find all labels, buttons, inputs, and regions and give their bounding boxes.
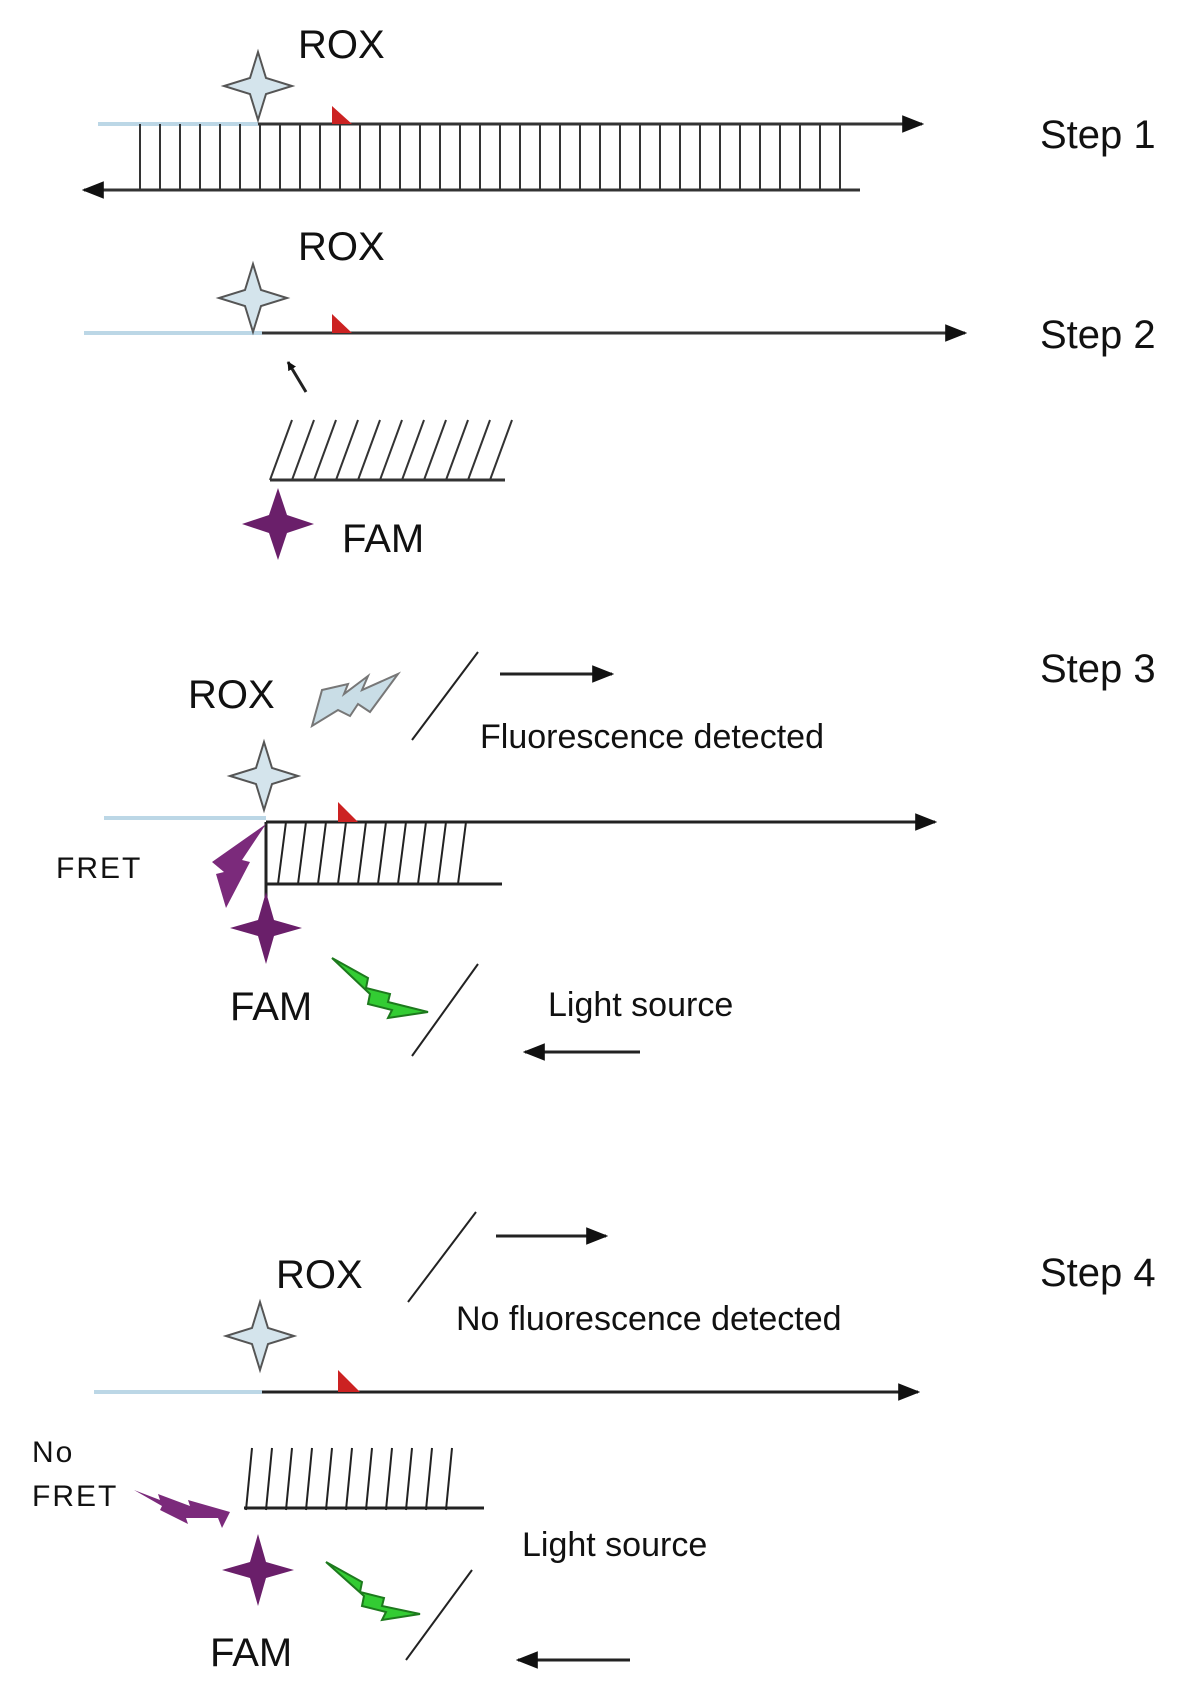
step-4-detector-filter [407, 1211, 477, 1303]
step-4-source-filter [405, 1569, 473, 1661]
step-2-label: Step 2 [1040, 313, 1156, 357]
step-3-rox-star-icon [226, 738, 302, 814]
step-4-free-probe-bases [245, 1447, 453, 1511]
step-3-fam-star-icon [230, 892, 302, 964]
probe-base [489, 419, 513, 481]
probe-base [269, 419, 293, 481]
step-4-fam-star-icon [222, 1534, 294, 1606]
free-probe-base [305, 1447, 313, 1511]
probe-base [467, 419, 491, 481]
probe-base [291, 419, 315, 481]
free-probe-base [365, 1447, 373, 1511]
step-4-fam-label: FAM [210, 1631, 292, 1675]
step-1-label: Step 1 [1040, 113, 1156, 157]
hybridized-base [357, 821, 367, 885]
step-4-rox-star-icon [222, 1298, 298, 1374]
step-4-group: Step 4 ROX No fluorescence detected No F… [32, 1211, 1156, 1675]
probe-base [379, 419, 403, 481]
step-1-rox-label: ROX [298, 23, 385, 67]
hybridized-base [377, 821, 387, 885]
hybridized-base [437, 821, 447, 885]
free-probe-base [245, 1447, 253, 1511]
step-4-rox-label: ROX [276, 1253, 363, 1297]
free-probe-base [285, 1447, 293, 1511]
step-3-source-filter [411, 963, 479, 1057]
probe-base [423, 419, 447, 481]
step-3-excitation-bolt-icon [331, 957, 429, 1020]
free-probe-base [265, 1447, 273, 1511]
step-3-rox-emission-bolt-icon [310, 671, 402, 729]
free-probe-base [445, 1447, 453, 1511]
step-2-probe-bases [269, 419, 513, 481]
probe-base [313, 419, 337, 481]
step-4-fam-emission-bolt-icon [134, 1490, 230, 1528]
step-2-group: Step 2 ROX FAM [84, 225, 1156, 561]
step-3-label: Step 3 [1040, 647, 1156, 691]
hybridized-base [457, 821, 467, 885]
step-2-rox-label: ROX [298, 225, 385, 269]
probe-base [357, 419, 381, 481]
step-1-rox-star-icon [220, 48, 296, 124]
step-2-fam-label: FAM [342, 517, 424, 561]
step-4-primer-marker [338, 1370, 360, 1392]
step-4-no-label: No [32, 1436, 74, 1469]
hybridized-base [397, 821, 407, 885]
free-probe-base [425, 1447, 433, 1511]
step-3-hybridized-bases [277, 821, 467, 885]
free-probe-base [345, 1447, 353, 1511]
step-3-light-source-label: Light source [548, 986, 733, 1024]
step-1-base-pairs [139, 124, 841, 190]
step-4-label: Step 4 [1040, 1251, 1156, 1295]
step-3-group: Step 3 ROX Fluorescence detected FRET FA… [56, 647, 1156, 1061]
free-probe-base [325, 1447, 333, 1511]
probe-base [401, 419, 425, 481]
step-3-detector-filter [411, 651, 479, 741]
probe-base [335, 419, 359, 481]
free-probe-base [385, 1447, 393, 1511]
step-4-no-fluorescence-label: No fluorescence detected [456, 1300, 842, 1338]
step-2-primer-marker [332, 314, 352, 333]
hybridized-base [417, 821, 427, 885]
step-4-light-source-label: Light source [522, 1526, 707, 1564]
hybridized-base [297, 821, 307, 885]
step-4-excitation-bolt-icon [325, 1561, 421, 1622]
step-2-hybridization-arrow [286, 361, 308, 393]
step-3-fam-label: FAM [230, 985, 312, 1029]
probe-base [445, 419, 469, 481]
step-2-fam-star-icon [242, 488, 314, 560]
step-1-group: Step 1 ROX [81, 23, 1156, 199]
step-2-rox-star-icon [215, 260, 291, 336]
step-3-primer-marker [338, 802, 358, 822]
free-probe-base [405, 1447, 413, 1511]
hybridized-base [277, 821, 287, 885]
step-3-fluorescence-detected-label: Fluorescence detected [480, 718, 824, 756]
hybridized-base [337, 821, 347, 885]
step-3-rox-label: ROX [188, 673, 275, 717]
step-4-fret-label: FRET [32, 1480, 118, 1513]
step-1-primer-marker [332, 106, 352, 124]
hybridized-base [317, 821, 327, 885]
step-3-fret-label: FRET [56, 852, 142, 885]
step-3-fret-bolt-icon [212, 824, 266, 908]
